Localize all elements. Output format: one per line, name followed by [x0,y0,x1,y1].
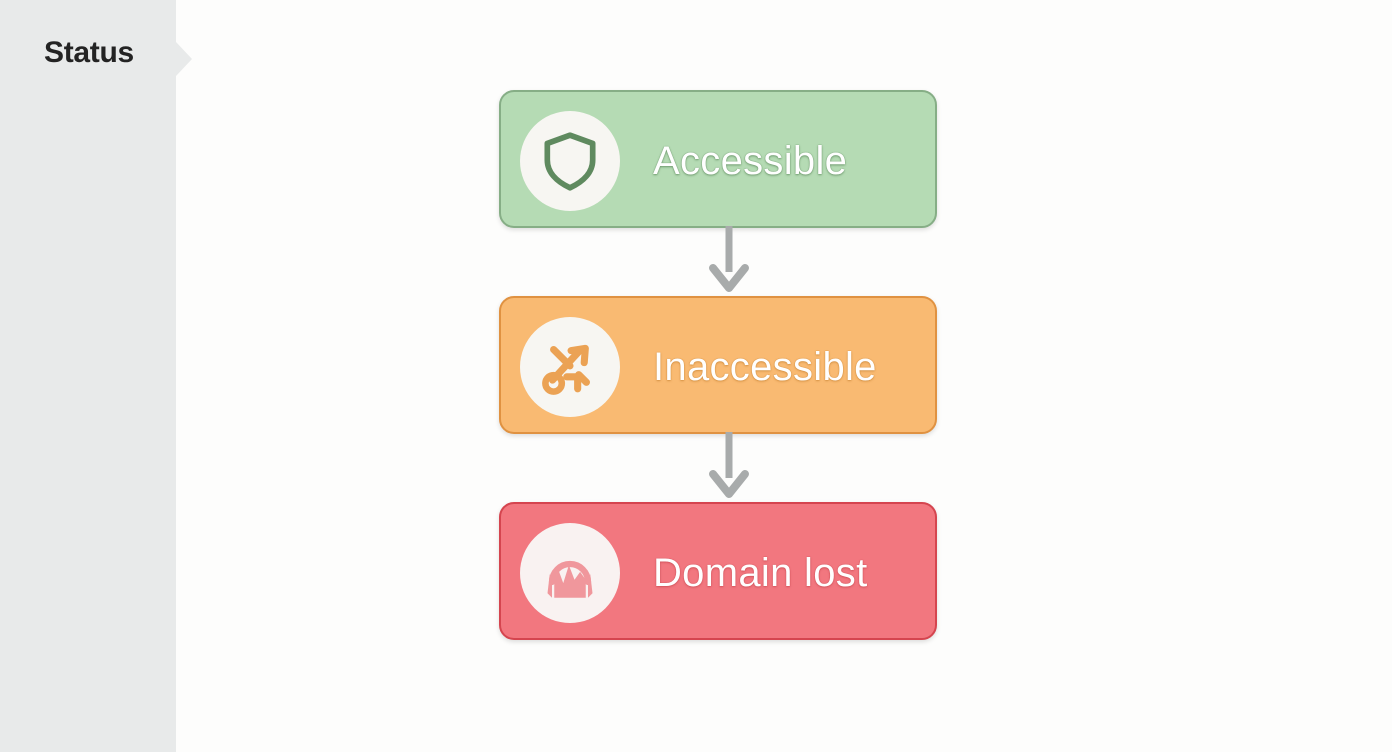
broken-shield-icon [520,523,620,623]
flow-node-accessible[interactable]: Accessible [499,90,937,228]
shield-icon [520,111,620,211]
page-title: Status [44,36,134,69]
chevron-right-tab-icon [176,42,192,76]
flow-node-label: Accessible [653,138,848,183]
sidebar: Status [0,0,176,752]
flow-node-label: Inaccessible [653,344,877,389]
broken-route-arrow-icon [520,317,620,417]
flow-connector-arrow [705,226,753,298]
flow-connector-arrow [705,432,753,504]
flow-node-label: Domain lost [653,550,868,595]
flow-node-inaccessible[interactable]: Inaccessible [499,296,937,434]
flow-node-domain-lost[interactable]: Domain lost [499,502,937,640]
